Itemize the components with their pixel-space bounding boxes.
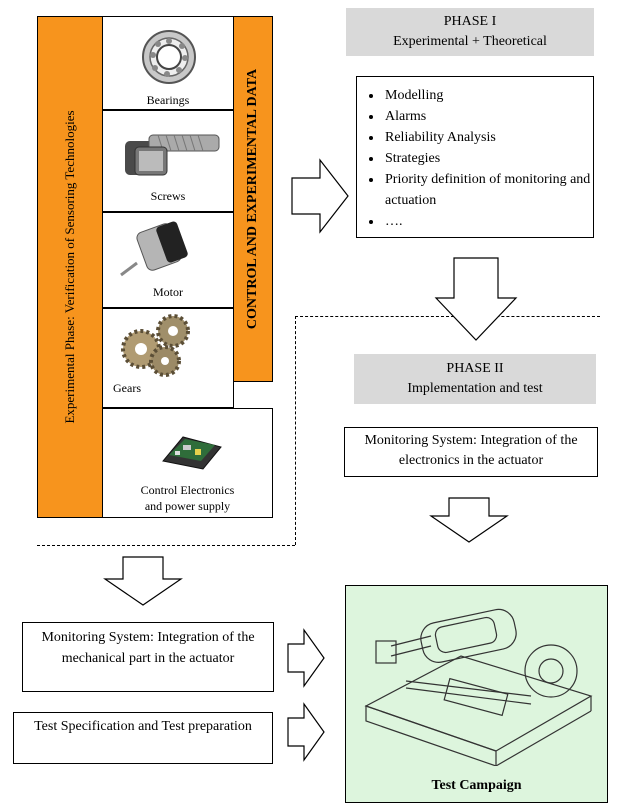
phase1-header: PHASE I Experimental + Theoretical bbox=[346, 8, 594, 56]
component-cell-motor: Motor bbox=[102, 212, 234, 308]
component-cell-bearings: Bearings bbox=[102, 16, 234, 110]
test-spec-box: Test Specification and Test preparation bbox=[13, 712, 273, 764]
phase1-list-box: Modelling Alarms Reliability Analysis St… bbox=[356, 76, 594, 238]
monitoring-mechanical-box: Monitoring System: Integration of the me… bbox=[22, 622, 274, 692]
component-label: Motor bbox=[153, 285, 183, 299]
arrow-right-icon bbox=[291, 158, 349, 234]
list-item: …. bbox=[383, 211, 593, 232]
phase2-title: PHASE II bbox=[446, 361, 504, 376]
component-label: Bearings bbox=[146, 93, 190, 107]
phase1-subtitle: Experimental + Theoretical bbox=[393, 34, 547, 49]
test-campaign-label: Test Campaign bbox=[431, 778, 522, 793]
circuit-board-icon bbox=[162, 436, 222, 470]
dashed-boundary-top bbox=[295, 316, 600, 317]
component-label: Gears bbox=[113, 381, 141, 395]
bearing-icon bbox=[142, 30, 196, 84]
arrow-right-icon bbox=[287, 628, 325, 688]
electronics-label-line1: Control Electronics bbox=[140, 483, 235, 497]
gears-icon bbox=[121, 314, 190, 377]
test-spec-text: Test Specification and Test preparation bbox=[34, 719, 252, 734]
component-cell-gears: Gears bbox=[102, 308, 234, 408]
arrow-right-icon bbox=[287, 702, 325, 762]
dashed-boundary-vertical bbox=[295, 316, 296, 545]
phase2-box-text: Monitoring System: Integration of the el… bbox=[364, 433, 578, 468]
phase2-subtitle: Implementation and test bbox=[407, 381, 543, 396]
right-vertical-band: CONTROL AND EXPERIMENTAL DATA bbox=[233, 16, 273, 382]
list-item: Priority definition of monitoring and ac… bbox=[383, 169, 593, 211]
arrow-down-icon bbox=[103, 556, 183, 606]
list-item: Strategies bbox=[383, 148, 593, 169]
component-label: Screws bbox=[150, 189, 186, 203]
monitoring-mechanical-text: Monitoring System: Integration of the me… bbox=[41, 630, 255, 666]
dashed-boundary-bottom bbox=[37, 545, 295, 546]
electronics-label-line2: and power supply bbox=[144, 499, 231, 513]
list-item: Modelling bbox=[383, 85, 593, 106]
arrow-down-icon bbox=[429, 497, 509, 543]
arrow-down-icon bbox=[434, 257, 518, 341]
component-cell-screws: Screws bbox=[102, 110, 234, 212]
right-vertical-title: CONTROL AND EXPERIMENTAL DATA bbox=[245, 68, 260, 330]
screw-icon bbox=[125, 134, 220, 176]
actuator-assembly-icon bbox=[364, 608, 593, 766]
motor-icon bbox=[120, 221, 188, 277]
phase2-header: PHASE II Implementation and test bbox=[354, 354, 596, 404]
list-item: Reliability Analysis bbox=[383, 127, 593, 148]
left-vertical-band: Experimental Phase: Verification of Sens… bbox=[37, 16, 103, 518]
left-vertical-title: Experimental Phase: Verification of Sens… bbox=[62, 110, 77, 424]
list-item: Alarms bbox=[383, 106, 593, 127]
phase2-text-box: Monitoring System: Integration of the el… bbox=[344, 427, 598, 477]
phase1-title: PHASE I bbox=[443, 14, 497, 29]
test-campaign-panel: Test Campaign bbox=[345, 585, 608, 803]
component-cell-electronics: Control Electronics and power supply bbox=[102, 408, 273, 518]
phase1-list: Modelling Alarms Reliability Analysis St… bbox=[357, 85, 593, 232]
